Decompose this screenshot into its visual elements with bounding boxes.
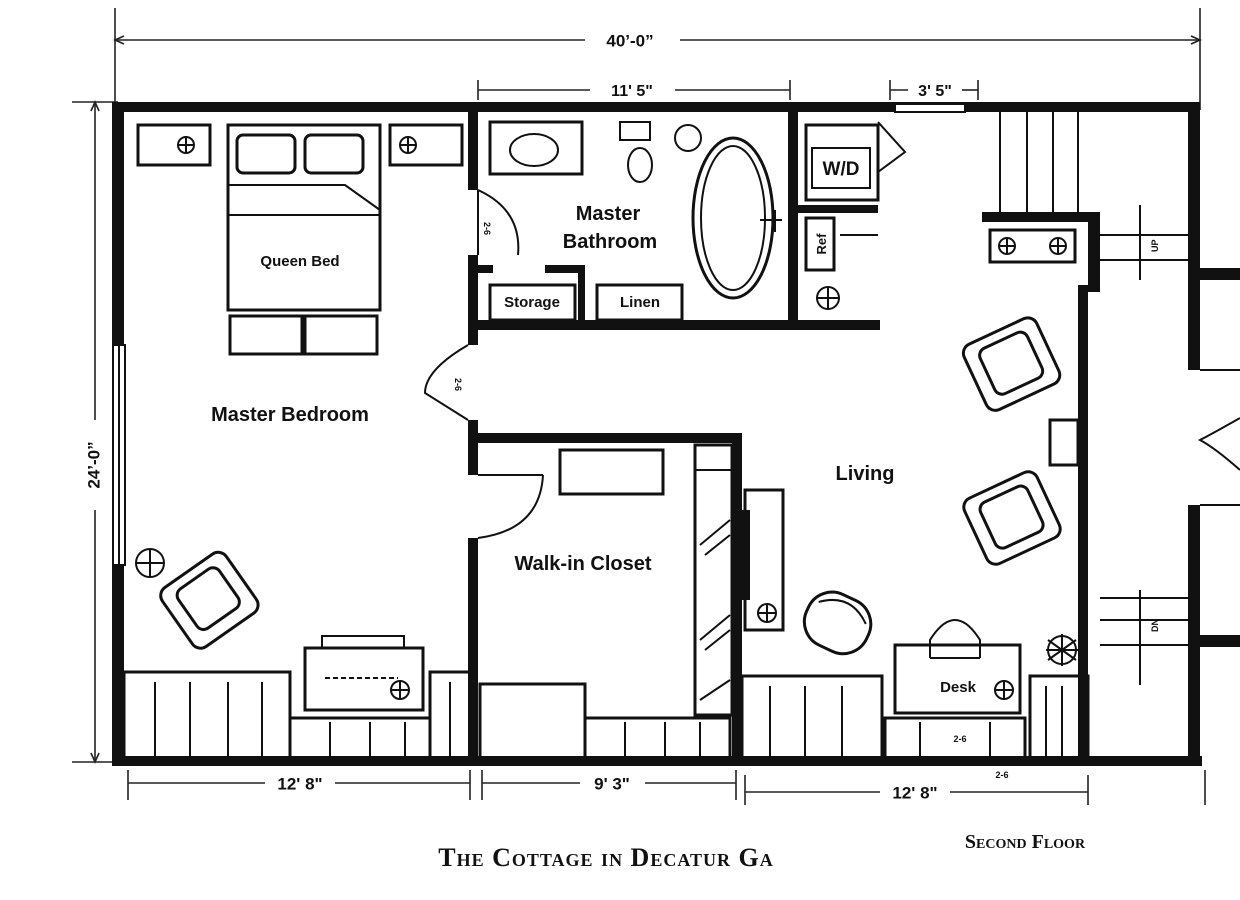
storage-label: Storage <box>504 294 560 311</box>
bedroom-door-size: 2-6 <box>453 378 463 391</box>
bathroom-fixtures: Storage Linen <box>488 120 782 322</box>
washer-dryer-label: W/D <box>823 159 860 180</box>
bench <box>228 314 379 356</box>
round-chair <box>802 590 873 656</box>
closet-width-label: 9' 3" <box>594 774 630 793</box>
living-width-label: 12' 8" <box>892 783 937 802</box>
bath-door-size: 2-6 <box>482 222 492 235</box>
laundry-door <box>877 121 907 173</box>
overall-width-dimension: 40’-0” <box>113 8 1202 110</box>
living-width-dimension: 12' 8" 2-6 <box>744 770 1206 805</box>
walk-in-closet-label: Walk-in Closet <box>514 553 651 575</box>
floor-caption: Second Floor <box>965 831 1086 853</box>
living-armchair-1 <box>961 316 1062 412</box>
closet-width-dimension: 9' 3" <box>481 770 737 800</box>
living-side-table <box>988 228 1077 264</box>
bedroom-width-label: 12' 8" <box>277 774 322 793</box>
overall-depth-dimension: 24’-0” <box>72 100 118 764</box>
closet-door <box>477 474 544 539</box>
laundry-width-dimension: 3' 5" <box>889 80 979 100</box>
washer-dryer: W/D <box>804 123 880 202</box>
bedroom-width-dimension: 12' 8" <box>127 770 471 800</box>
queen-bed: Queen Bed <box>226 123 382 312</box>
exterior-landing <box>1197 369 1240 506</box>
living-label: Living <box>836 463 895 485</box>
queen-bed-label: Queen Bed <box>260 253 339 270</box>
bath-width-dimension: 11' 5" <box>477 80 791 100</box>
overall-width-label: 40’-0” <box>606 31 653 50</box>
living-desk: Desk <box>893 619 1022 715</box>
living-wall-niche <box>1048 418 1080 467</box>
bedroom-desk <box>303 635 425 712</box>
refrigerator: Ref <box>804 216 878 310</box>
plant-icon <box>1046 634 1078 666</box>
fireplace-console <box>742 488 785 632</box>
closet-fixtures <box>558 443 734 717</box>
bottom-built-ins: 2-6 <box>122 670 1090 760</box>
linen-label: Linen <box>620 294 660 311</box>
desk-window-size: 2-6 <box>953 734 966 744</box>
desk-label: Desk <box>940 679 977 696</box>
living-armchair-2 <box>962 470 1062 566</box>
master-bedroom-label: Master Bedroom <box>211 404 369 426</box>
plan-title: The Cottage in Decatur Ga <box>438 843 773 872</box>
interior-walls <box>468 110 1240 763</box>
overall-depth-label: 24’-0” <box>84 441 103 488</box>
master-bathroom-label-2: Bathroom <box>563 231 657 253</box>
bedroom-door: 2-6 <box>423 344 469 421</box>
lower-stair: DN <box>1100 590 1188 685</box>
laundry-width-label: 3' 5" <box>918 83 952 100</box>
stair-down-label: DN <box>1150 619 1160 632</box>
master-bathroom-label-1: Master <box>576 203 641 225</box>
living-bottom-size: 2-6 <box>995 770 1008 780</box>
nightstands <box>136 123 464 167</box>
bathroom-door: 2-6 <box>477 189 520 256</box>
refrigerator-label: Ref <box>814 233 829 255</box>
bath-width-label: 11' 5" <box>611 83 653 100</box>
upper-stair: UP <box>999 112 1188 280</box>
stair-up-label: UP <box>1150 239 1160 252</box>
bedroom-armchair <box>135 548 260 650</box>
